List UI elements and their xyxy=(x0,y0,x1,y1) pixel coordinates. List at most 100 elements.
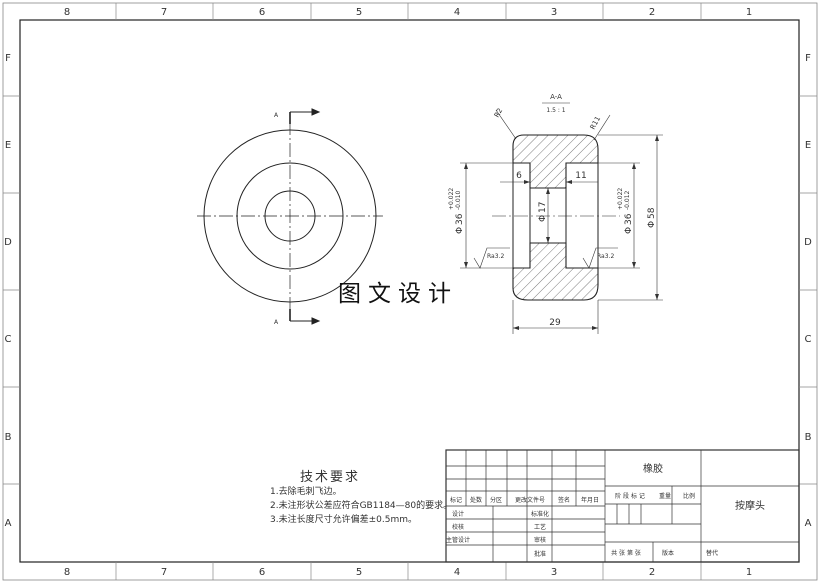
zone-row-d-right: D xyxy=(804,237,812,248)
zone-row-e-right: E xyxy=(805,140,811,151)
dim-36-right-symbol: Φ xyxy=(624,227,634,234)
tb-row-lead: 主管设计 xyxy=(446,536,470,544)
tb-header-doc: 更改文件号 xyxy=(515,496,545,504)
zone-col-8-bottom: 8 xyxy=(64,567,70,578)
zone-ticks xyxy=(3,3,817,580)
dim-17-label: 17 xyxy=(538,202,548,213)
cut-arrowhead-bottom xyxy=(311,317,321,325)
zone-col-3-bottom: 3 xyxy=(551,567,557,578)
dim-arrowheads xyxy=(464,135,659,330)
zone-col-5-bottom: 5 xyxy=(356,567,362,578)
note-line-3: 3.未注长度尺寸允许偏差±0.5mm。 xyxy=(270,515,417,525)
zone-row-c: C xyxy=(5,334,12,345)
tb-row-review: 审核 xyxy=(534,536,546,544)
tb-header-mark: 标记 xyxy=(450,496,462,504)
dim-36-right-label: 36 xyxy=(624,213,634,225)
tb-replaces: 替代 xyxy=(706,549,718,557)
dim-17-group: Φ 17 xyxy=(538,202,548,222)
r2-leader xyxy=(495,109,517,140)
tb-header-date: 年月日 xyxy=(581,496,599,504)
section-scale: 1.5 : 1 xyxy=(546,107,565,114)
tb-sheets: 共 张 第 张 xyxy=(611,549,641,557)
ra-left-label: Ra3.2 xyxy=(487,253,504,260)
title-block xyxy=(445,449,800,563)
zone-col-4-bottom: 4 xyxy=(454,567,460,578)
zone-row-a-right: A xyxy=(805,518,812,529)
section-profile xyxy=(492,134,620,301)
dim-36-right-group: Φ 36 +0.022 -0.012 xyxy=(617,188,634,234)
zone-labels-right: F E D C B A xyxy=(804,53,812,529)
zone-col-3: 3 xyxy=(551,7,557,18)
title-block-text: 标记 处数 分区 更改文件号 签名 年月日 设计 校核 主管设计 标准化 工艺 … xyxy=(446,462,765,558)
tb-header-zone: 分区 xyxy=(490,496,502,504)
section-lower-half xyxy=(512,242,599,301)
dim-36-left-label: 36 xyxy=(455,213,465,225)
tb-scale: 比例 xyxy=(683,492,695,500)
tb-header-count: 处数 xyxy=(470,496,482,504)
notes-title: 技术要求 xyxy=(300,470,361,485)
zone-col-2-bottom: 2 xyxy=(649,567,655,578)
dim-58-label: 58 xyxy=(647,207,657,219)
drawing-border xyxy=(19,19,800,563)
tb-stage-mark: 阶 段 标 记 xyxy=(615,492,645,500)
zone-labels-bottom: 8 7 6 5 4 3 2 1 xyxy=(64,567,752,578)
ra-right-symbol xyxy=(582,247,618,269)
tb-row-process: 工艺 xyxy=(534,523,546,531)
r11-leader xyxy=(593,114,611,141)
dim-29-label: 29 xyxy=(549,318,561,328)
dim-11-label: 11 xyxy=(575,171,586,181)
zone-row-d: D xyxy=(4,237,12,248)
note-line-2: 2.未注形状公差应符合GB1184—80的要求。 xyxy=(270,501,453,511)
dim-36-right-tol-up: +0.022 xyxy=(617,188,624,210)
zone-col-7: 7 xyxy=(161,7,167,18)
tb-material: 橡胶 xyxy=(643,462,663,475)
tb-header-sign: 签名 xyxy=(558,496,570,504)
dim-36-left-tol-low: -0.010 xyxy=(455,190,462,210)
tb-version: 版本 xyxy=(662,549,674,557)
dim-r11-label: R11 xyxy=(589,115,603,131)
tb-row-design: 设计 xyxy=(452,510,464,518)
zone-row-f: F xyxy=(5,53,11,64)
zone-row-a: A xyxy=(5,518,12,529)
dim-58-symbol: Φ xyxy=(647,221,657,228)
tb-row-standard: 标准化 xyxy=(531,510,549,518)
note-line-1: 1.去除毛刺飞边。 xyxy=(270,487,342,497)
zone-col-1: 1 xyxy=(746,7,752,18)
section-mark-top: A xyxy=(274,112,279,119)
zone-row-c-right: C xyxy=(805,334,812,345)
technical-requirements: 技术要求 1.去除毛刺飞边。 2.未注形状公差应符合GB1184—80的要求。 … xyxy=(270,466,452,527)
dim-36-left-tol-up: +0.022 xyxy=(448,188,455,210)
tb-weight: 重量 xyxy=(659,492,671,500)
ra-right-label: Ra3.2 xyxy=(597,253,614,260)
zone-col-7-bottom: 7 xyxy=(161,567,167,578)
zone-row-b-right: B xyxy=(805,432,812,443)
watermark-text: 图文设计 xyxy=(338,281,458,307)
zone-row-e: E xyxy=(5,140,11,151)
zone-col-6: 6 xyxy=(259,7,265,18)
dim-36-left-symbol: Φ xyxy=(455,227,465,234)
section-title: A-A xyxy=(550,93,562,101)
dim-36-right-tol-low: -0.012 xyxy=(624,190,631,210)
tb-row-approve: 批准 xyxy=(534,550,546,558)
section-mark-bottom: A xyxy=(274,319,279,326)
dim-r2-label: R2 xyxy=(493,107,505,119)
zone-labels-left: F E D C B A xyxy=(4,53,12,529)
zone-row-f-right: F xyxy=(805,53,811,64)
zone-col-5: 5 xyxy=(356,7,362,18)
dim-6-label: 6 xyxy=(516,171,522,181)
zone-col-6-bottom: 6 xyxy=(259,567,265,578)
dim-17-symbol: Φ xyxy=(538,215,548,222)
zone-col-2: 2 xyxy=(649,7,655,18)
zone-labels-top: 8 7 6 5 4 3 2 1 xyxy=(64,7,752,18)
cut-arrowhead-top xyxy=(311,108,321,116)
dim-36-left-group: Φ 36 +0.022 -0.010 xyxy=(448,188,465,234)
zone-col-8: 8 xyxy=(64,7,70,18)
tb-part-name: 按摩头 xyxy=(735,499,765,512)
dim-58-group: Φ 58 xyxy=(647,207,657,228)
tb-row-check: 校核 xyxy=(452,523,464,531)
zone-col-1-bottom: 1 xyxy=(746,567,752,578)
front-view xyxy=(197,108,383,325)
